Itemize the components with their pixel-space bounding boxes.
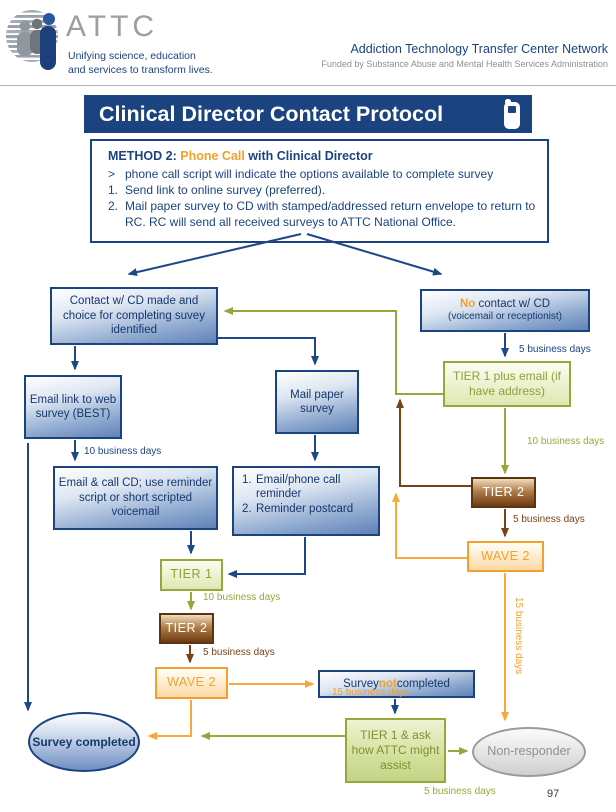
node-contact-made: Contact w/ CD made and choice for comple… [50, 287, 218, 345]
survey-not-highlight: not [378, 677, 397, 690]
page-title: Clinical Director Contact Protocol [99, 101, 444, 126]
logo-tagline: Unifying science, education and services… [68, 50, 213, 77]
method-item-marker: 1. [108, 182, 119, 197]
method-item-marker: > [108, 166, 116, 181]
method-item-text: phone call script will indicate the opti… [125, 166, 494, 181]
label-5-business-days: 5 business days [424, 786, 496, 797]
node-wave2-left: WAVE 2 [155, 667, 228, 699]
page-number: 97 [547, 788, 560, 800]
tagline-line1: Unifying science, education [68, 50, 196, 62]
attc-globe-logo [6, 10, 58, 71]
node-tier1-plus-email: TIER 1 plus email (if have address) [443, 361, 571, 407]
method-heading-highlight: Phone Call [180, 149, 245, 163]
no-highlight: No [459, 298, 476, 311]
method-heading-suffix: with Clinical Director [244, 149, 373, 163]
node-no-contact: No contact w/ CD (voicemail or reception… [420, 289, 590, 332]
network-name: Addiction Technology Transfer Center Net… [350, 42, 608, 56]
method-item: > phone call script will indicate the op… [108, 166, 539, 182]
node-non-responder: Non-responder [472, 727, 586, 777]
method-item-text: Send link to online survey (preferred). [125, 182, 326, 197]
node-reminder: 1. Email/phone call reminder 2. Reminder… [232, 466, 380, 536]
node-wave2-right: WAVE 2 [467, 541, 544, 572]
method-box: METHOD 2: Phone Call with Clinical Direc… [90, 139, 549, 243]
no-contact-rest: contact w/ CD [475, 298, 551, 311]
logo-wordmark: ATTC [66, 10, 159, 43]
node-tier1-ask: TIER 1 & ask how ATTC might assist [345, 718, 446, 783]
title-bar: Clinical Director Contact Protocol [84, 95, 532, 133]
label-5-business-days: 5 business days [203, 647, 275, 658]
header-divider [0, 85, 616, 86]
method-item-text: Mail paper survey to CD with stamped/add… [125, 198, 536, 229]
survey-not-pre: Survey [343, 677, 379, 690]
node-tier2-right: TIER 2 [471, 477, 536, 508]
node-email-link: Email link to web survey (BEST) [24, 375, 122, 439]
node-survey-not-completed: Survey not completed [318, 670, 475, 698]
funded-by: Funded by Substance Abuse and Mental Hea… [321, 59, 608, 69]
label-5-business-days: 5 business days [513, 514, 585, 525]
reminder-marker: 1. [242, 474, 252, 486]
label-10-business-days: 10 business days [84, 446, 162, 457]
tagline-line2: and services to transform lives. [68, 63, 213, 76]
label-10-business-days: 10 business days [203, 592, 281, 603]
node-email-call: Email & call CD; use reminder script or … [53, 466, 218, 530]
method-heading: METHOD 2: Phone Call with Clinical Direc… [108, 148, 539, 165]
reminder-item: 1. Email/phone call reminder [242, 473, 374, 502]
node-no-contact-sub: (voicemail or receptionist) [448, 311, 562, 323]
phone-icon [504, 99, 520, 129]
node-tier1-left: TIER 1 [160, 559, 223, 591]
node-tier2-left: TIER 2 [159, 613, 214, 644]
label-15-business-days: 15 business days [332, 687, 410, 698]
label-15-business-days-vertical: 15 business days [513, 597, 524, 675]
reminder-text: Reminder postcard [256, 502, 354, 515]
reminder-marker: 2. [242, 502, 252, 515]
method-heading-prefix: METHOD 2: [108, 149, 181, 163]
reminder-text: Email/phone call reminder [256, 474, 341, 501]
header-right: Addiction Technology Transfer Center Net… [321, 42, 608, 69]
label-10-business-days: 10 business days [527, 436, 605, 447]
survey-not-post: completed [396, 677, 450, 690]
label-5-business-days: 5 business days [519, 344, 591, 355]
node-survey-completed: Survey completed [28, 712, 140, 772]
method-item: 2. Mail paper survey to CD with stamped/… [108, 198, 539, 230]
method-item: 1. Send link to online survey (preferred… [108, 182, 539, 198]
reminder-item: 2. Reminder postcard [242, 502, 353, 516]
node-no-contact-line1: No contact w/ CD [460, 297, 550, 311]
method-item-marker: 2. [108, 198, 119, 213]
node-mail-paper: Mail paper survey [275, 370, 359, 434]
